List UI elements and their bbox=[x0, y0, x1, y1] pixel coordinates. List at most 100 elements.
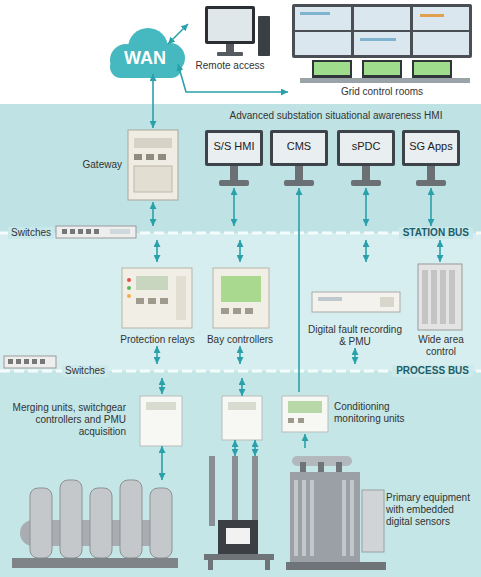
gis-switchgear bbox=[12, 480, 178, 568]
link-arrow bbox=[162, 378, 255, 480]
hmi-monitor bbox=[208, 133, 260, 163]
relay-device bbox=[136, 298, 144, 304]
connector-arrow bbox=[152, 202, 154, 226]
relay-device bbox=[122, 268, 192, 328]
control-room bbox=[314, 62, 350, 75]
hmi-monitor bbox=[219, 180, 249, 186]
hmi-monitor bbox=[205, 130, 263, 166]
rack-device bbox=[449, 270, 455, 324]
network-switch bbox=[16, 359, 21, 364]
recorder-device bbox=[318, 297, 342, 301]
gateway-device bbox=[128, 130, 178, 200]
power-transformer bbox=[310, 480, 314, 556]
connector-arrow bbox=[354, 348, 356, 364]
hmi-monitor bbox=[295, 166, 303, 180]
field-device bbox=[140, 396, 182, 446]
connector-arrow bbox=[365, 240, 367, 262]
connector-arrow bbox=[152, 74, 154, 128]
relay-device bbox=[127, 278, 131, 282]
control-room bbox=[414, 62, 450, 75]
control-room bbox=[312, 60, 352, 78]
background-zones bbox=[0, 233, 481, 371]
outdoor-switchgear bbox=[208, 560, 213, 570]
node-text: Remote access bbox=[196, 60, 265, 72]
connector-arrow bbox=[239, 346, 241, 364]
control-room bbox=[364, 62, 400, 75]
outdoor-switchgear bbox=[218, 520, 258, 554]
network-switch bbox=[8, 359, 13, 364]
hmi-monitor bbox=[362, 166, 370, 180]
node-text: Merging units, switchgear controllers an… bbox=[4, 402, 126, 438]
hmi-monitor bbox=[402, 130, 460, 166]
bus-line bbox=[0, 233, 481, 371]
outdoor-switchgear bbox=[265, 560, 270, 570]
device-node: Digital fault recording & PMU bbox=[305, 262, 405, 348]
connector-arrow bbox=[161, 378, 163, 394]
device-node: Wide area control bbox=[405, 262, 477, 358]
hmi-screen: sPDC bbox=[337, 128, 395, 188]
remote-computer bbox=[208, 9, 252, 41]
control-room bbox=[300, 78, 470, 83]
relay-device bbox=[160, 298, 168, 304]
node-text: Primary equipment with embedded digital … bbox=[386, 492, 474, 528]
power-transformer bbox=[290, 472, 360, 562]
network-switch bbox=[110, 229, 130, 234]
node-text: Digital fault recording & PMU bbox=[305, 324, 405, 348]
note-label: Switches bbox=[8, 227, 54, 239]
device-node: Conditioning monitoring units bbox=[276, 392, 426, 434]
network-switch bbox=[4, 356, 56, 368]
power-transformer bbox=[286, 456, 386, 570]
control-room bbox=[360, 38, 396, 41]
connector-arrow bbox=[156, 240, 158, 262]
gateway-node: Gateway bbox=[62, 128, 184, 202]
rack-device bbox=[418, 264, 462, 330]
control-room bbox=[292, 4, 472, 83]
hmi-monitor bbox=[416, 180, 446, 186]
link-arrow bbox=[234, 440, 236, 456]
field-device bbox=[298, 418, 304, 423]
connector-arrow bbox=[298, 188, 300, 392]
computer-node: Remote access bbox=[188, 2, 272, 72]
relay-device bbox=[148, 298, 156, 304]
outdoor-switchgear bbox=[232, 456, 238, 526]
bus-band: STATION BUS bbox=[0, 226, 481, 240]
node-text: S/S HMI bbox=[214, 140, 255, 153]
network-switch bbox=[94, 229, 99, 234]
outdoor-switchgear bbox=[204, 554, 274, 560]
remote-computer bbox=[258, 16, 270, 56]
control-room bbox=[412, 60, 452, 78]
network-switch bbox=[86, 229, 91, 234]
connector-arrow bbox=[168, 24, 188, 44]
recorder-device bbox=[312, 292, 400, 312]
link-arrow bbox=[254, 440, 256, 456]
connector-arrow bbox=[239, 240, 241, 262]
gis-switchgear bbox=[12, 558, 178, 568]
network-switch bbox=[62, 229, 67, 234]
power-transformer bbox=[318, 462, 324, 472]
field-device bbox=[222, 396, 262, 440]
node-text: PROCESS BUS bbox=[392, 365, 473, 377]
recorder-device bbox=[312, 292, 400, 312]
outdoor-switchgear bbox=[252, 456, 258, 526]
gateway-device bbox=[128, 130, 178, 200]
connector-arrow bbox=[304, 434, 306, 448]
rack-device bbox=[418, 264, 462, 330]
relay-device bbox=[136, 276, 168, 290]
control-room bbox=[413, 32, 469, 55]
control-room bbox=[354, 7, 410, 30]
gis-switchgear bbox=[150, 488, 172, 558]
hmi-monitor bbox=[337, 130, 395, 166]
node-text: Grid control rooms bbox=[341, 86, 423, 98]
power-transformer bbox=[300, 462, 306, 472]
node-text: STATION BUS bbox=[399, 227, 473, 239]
bay-controller-device bbox=[213, 268, 269, 328]
hmi-screen: SG Apps bbox=[402, 128, 460, 188]
connector-arrow bbox=[365, 188, 367, 226]
control-room bbox=[300, 12, 330, 15]
gis-switchgear bbox=[90, 488, 112, 558]
relay-device bbox=[176, 276, 186, 320]
network-switch bbox=[56, 226, 136, 238]
bay-controller-device bbox=[245, 308, 253, 314]
network-cloud: WAN bbox=[112, 44, 178, 74]
power-transformer bbox=[350, 480, 354, 556]
